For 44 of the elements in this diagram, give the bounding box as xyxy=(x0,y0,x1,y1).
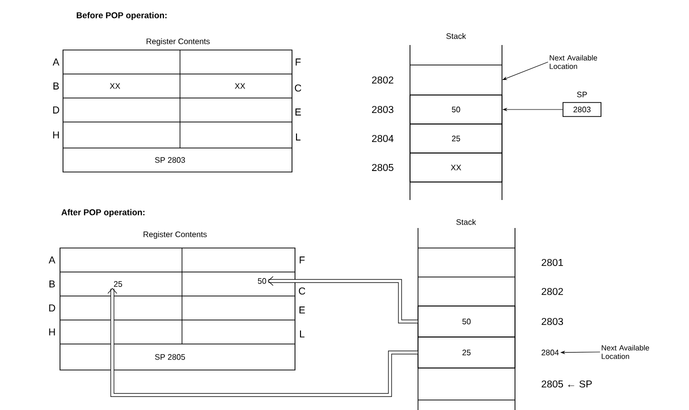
address-label: 2805 xyxy=(372,164,394,172)
address-label: 2803 xyxy=(372,106,394,114)
address-label: 2804 xyxy=(372,134,394,142)
stack-cell: 25 xyxy=(418,336,516,368)
address-label: 2803 xyxy=(542,318,563,326)
stack-cell: 50 xyxy=(418,306,516,338)
register-value: 25 xyxy=(114,281,122,287)
node-label: Register Contents xyxy=(146,38,210,46)
register-name: L xyxy=(296,134,300,140)
pointer-box: 2803 SP xyxy=(562,92,602,117)
register-name: E xyxy=(295,108,301,116)
transfer-arrow xyxy=(108,288,418,397)
register-name: E xyxy=(299,306,305,314)
register-value: SP 2803 xyxy=(155,157,185,163)
register-name: B xyxy=(54,82,59,90)
register-name: B xyxy=(50,280,55,288)
register-value: XX xyxy=(110,83,120,89)
address-label: 2802 xyxy=(542,288,563,296)
register-value: 50 xyxy=(258,278,266,284)
stack-cell: 25 xyxy=(410,124,502,154)
register-name: F xyxy=(296,58,301,66)
address-label: 2805 ← SP xyxy=(542,380,592,388)
stack-cell: 50 xyxy=(410,94,502,124)
register-name: C xyxy=(294,84,302,92)
node-label: SP xyxy=(577,92,587,98)
section-heading: After POP operation: xyxy=(61,209,144,217)
register-value: XX xyxy=(234,83,246,89)
address-label: 2801 xyxy=(542,258,563,266)
address-label: 2802 xyxy=(372,76,394,84)
register-name: A xyxy=(48,256,56,264)
register-name: A xyxy=(52,58,60,66)
register-name: H xyxy=(49,328,55,336)
register-name: D xyxy=(53,106,60,114)
transfer-arrow xyxy=(268,276,418,324)
register-name: H xyxy=(53,132,59,138)
node-label: Register Contents xyxy=(144,231,207,239)
register-value: SP 2805 xyxy=(155,354,185,360)
stack-cell: XX xyxy=(410,152,502,182)
register-name: L xyxy=(300,330,304,338)
register-name: F xyxy=(300,256,305,264)
register-name: C xyxy=(298,287,306,295)
address-label: 2804 xyxy=(542,350,559,356)
register-name: D xyxy=(49,304,56,312)
section-heading: Before POP operation: xyxy=(76,12,167,20)
